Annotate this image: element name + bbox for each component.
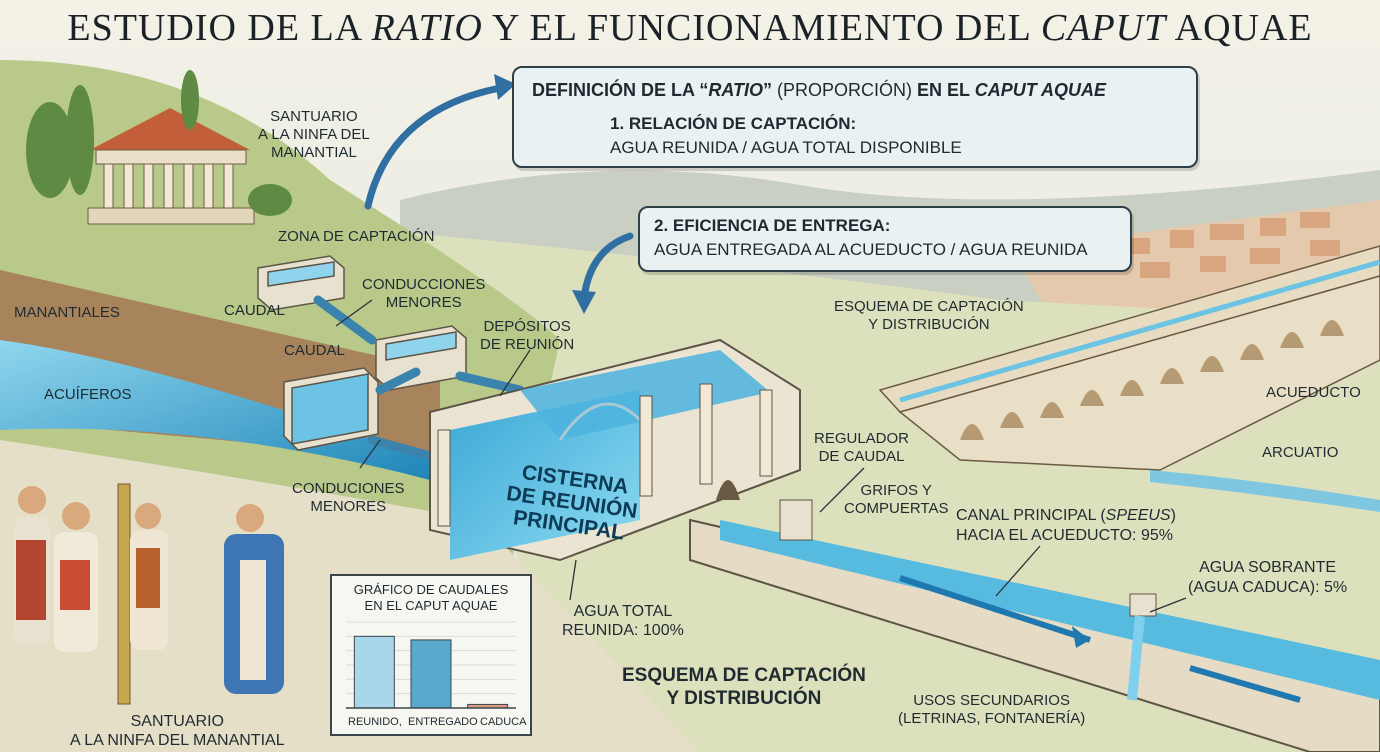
definition-box: DEFINICIÓN DE LA “RATIO” (PROPORCIÓN) EN… (512, 66, 1198, 168)
chart-title: GRÁFICO DE CAUDALES EN EL CAPUT AQUAE (353, 582, 509, 613)
label-caudal-1: CAUDAL (224, 302, 285, 319)
chart-category-label: REUNIDO, (348, 716, 402, 728)
title-ratio: RATIO (371, 7, 483, 49)
label-regulador: REGULADOR DE CAUDAL (814, 430, 910, 465)
label-esquema-top: ESQUEMA DE CAPTACIÓN Y DISTRIBUCIÓN (834, 298, 1024, 333)
small-basins (257, 255, 467, 451)
capture-ratio-title: 1. RELACIÓN DE CAPTACIÓN: (610, 114, 857, 133)
label-agua-sobrante: AGUA SOBRANTE (AGUA CADUCA): 5% (1188, 559, 1348, 596)
label-sanctuary-bottom: SANTUARIO A LA NINFA DEL MANANTIAL (70, 713, 285, 749)
main-channel (689, 499, 1380, 752)
title-caput: CAPUT (1040, 7, 1167, 49)
label-acuiferos: ACUÍFEROS (44, 386, 132, 403)
trees (26, 70, 292, 216)
leader-lines (335, 299, 1187, 613)
page-title: ESTUDIO DE LA RATIO Y EL FUNCIONAMIENTO … (0, 6, 1380, 50)
label-canal-principal: CANAL PRINCIPAL (SPEEUS) HACIA EL ACUEDU… (956, 507, 1176, 544)
label-arcuatio: ARCUATIO (1262, 444, 1339, 461)
label-grifos: GRIFOS Y COMPUERTAS (844, 482, 949, 517)
chart-category-label: CADUCA (480, 716, 527, 728)
city-roofs (1080, 212, 1340, 278)
label-conduciones-bottom: CONDUCIONES MENORES (292, 480, 405, 515)
label-acueducto: ACUEDUCTO (1266, 384, 1361, 401)
title-part: ESTUDIO DE LA (67, 7, 372, 49)
efficiency-formula: AGUA ENTREGADA AL ACUEDUCTO / AGUA REUNI… (654, 240, 1088, 259)
label-sanctuary-top: SANTUARIO A LA NINFA DEL MANANTIAL (258, 108, 370, 161)
chart-bar-0 (353, 635, 395, 709)
river (1150, 470, 1380, 512)
chart-category-label: ENTREGADO (408, 716, 478, 728)
definition-heading: DEFINICIÓN DE LA “RATIO” (PROPORCIÓN) EN… (532, 80, 1107, 100)
engineers (14, 483, 284, 705)
label-caudal-2: CAUDAL (284, 342, 345, 359)
label-usos-secundarios: USOS SECUNDARIOS (LETRINAS, FONTANERÍA) (898, 692, 1086, 727)
temple (87, 108, 255, 225)
aqueduct (878, 245, 1380, 471)
label-depositos: DEPÓSITOS DE REUNIÓN (480, 318, 575, 353)
flow-chart-panel: GRÁFICO DE CAUDALES EN EL CAPUT AQUAE RE… (330, 574, 532, 736)
label-zona-captacion: ZONA DE CAPTACIÓN (278, 228, 435, 245)
capture-ratio-formula: AGUA REUNIDA / AGUA TOTAL DISPONIBLE (610, 138, 962, 157)
efficiency-box: 2. EFICIENCIA DE ENTREGA: AGUA ENTREGADA… (638, 206, 1132, 272)
label-manantiales: MANANTIALES (14, 304, 120, 321)
title-part: AQUAE (1166, 7, 1313, 49)
efficiency-title: 2. EFICIENCIA DE ENTREGA: (654, 216, 891, 235)
label-conducciones-top: CONDUCCIONES MENORES (362, 276, 486, 311)
title-part: Y EL FUNCIONAMIENTO DEL (482, 7, 1041, 49)
label-esquema-bottom: ESQUEMA DE CAPTACIÓN Y DISTRIBUCIÓN (622, 665, 866, 709)
bar-chart (346, 621, 516, 709)
label-agua-total: AGUA TOTAL REUNIDA: 100% (562, 603, 684, 639)
chart-bar-1 (410, 639, 452, 709)
cistern-building (429, 338, 801, 562)
